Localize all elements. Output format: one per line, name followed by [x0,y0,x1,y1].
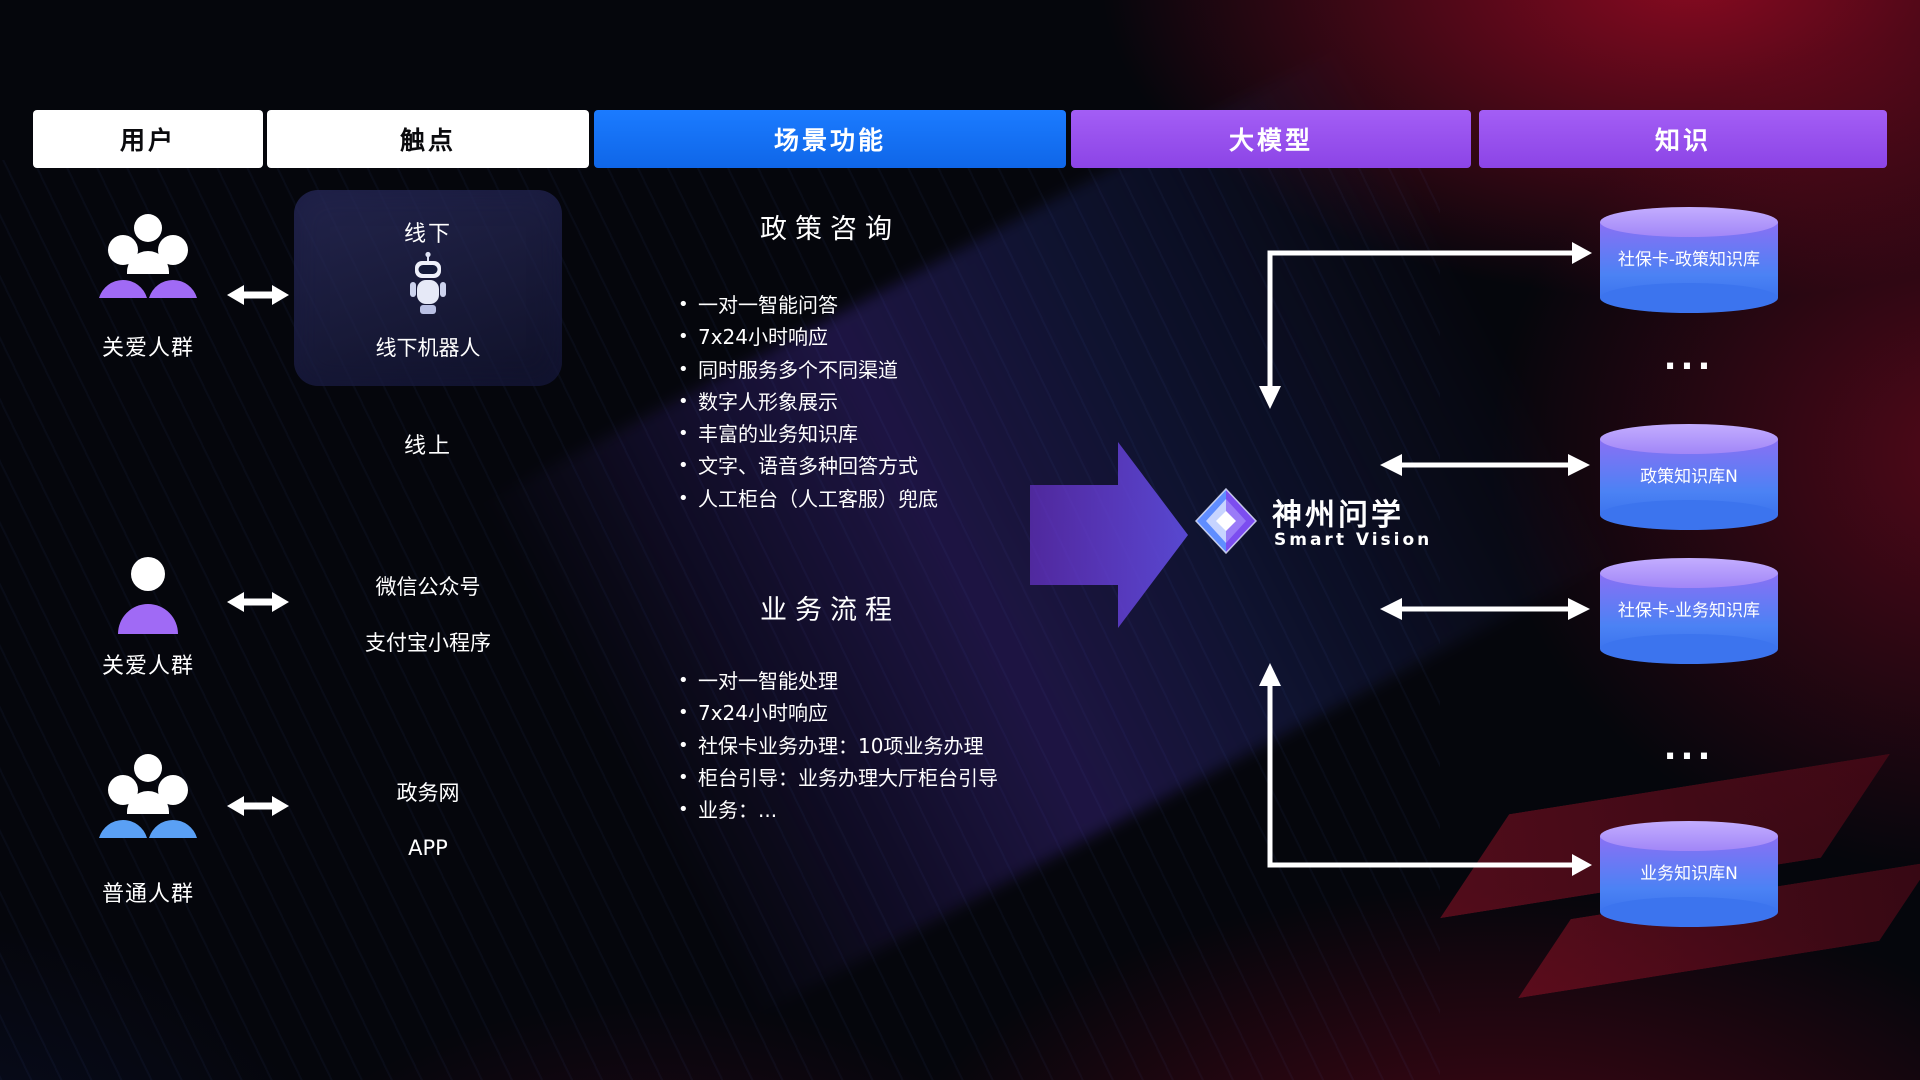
column-header-touch: 触点 [267,110,589,168]
column-header-label: 场景功能 [773,126,886,155]
db-cylinder-top-icon [1600,424,1778,454]
column-header-label: 大模型 [1228,126,1313,155]
column-header-label: 触点 [399,126,456,155]
user-label: 普通人群 [101,882,194,907]
knowledge-db: 社保卡-业务知识库 [1600,558,1778,664]
user-group-icon [99,214,197,298]
knowledge-db: 社保卡-政策知识库 [1600,207,1778,313]
scenario-item: 文字、语音多种回答方式 [676,450,1096,483]
knowledge-ellipsis: ... [1663,338,1715,378]
scenario-item: 社保卡业务办理：10项业务办理 [676,730,1096,763]
knowledge-db-label: 政策知识库N [1640,466,1738,487]
scenario-item: 丰富的业务知识库 [676,418,1096,451]
scenario-item: 业务：... [676,794,1096,827]
scenario-list-policy: 一对一智能问答 7x24小时响应 同时服务多个不同渠道 数字人形象展示 丰富的业… [676,289,1096,515]
bidirectional-arrow-icon [227,796,289,816]
scenario-title: 政策咨询 [760,214,900,245]
scenario-item: 7x24小时响应 [676,321,1096,354]
model-knowledge-connectors [1259,242,1592,876]
db-cylinder-top-icon [1600,207,1778,237]
knowledge-ellipsis: ... [1663,728,1715,768]
column-header-users: 用户 [33,110,263,168]
smart-vision-logo-icon [1194,487,1258,555]
knowledge-db-label: 社保卡-业务知识库 [1617,600,1761,621]
touchpoint-item: 支付宝小程序 [365,631,491,655]
model-name: 神州问学 [1272,498,1404,533]
scenario-item: 人工柜台（人工客服）兜底 [676,483,1096,516]
offline-title: 线下 [403,222,452,247]
model-subtitle: Smart Vision [1274,530,1433,550]
offline-device-label: 线下机器人 [375,336,481,360]
user-single-icon [118,557,178,634]
touchpoint-item: APP [408,836,448,860]
column-header-scenes: 场景功能 [594,110,1066,168]
scenario-item: 一对一智能处理 [676,665,1096,698]
scenario-item: 同时服务多个不同渠道 [676,354,1096,387]
bidirectional-arrow-icon [227,285,289,305]
knowledge-db-label: 业务知识库N [1640,863,1738,884]
knowledge-db: 业务知识库N [1600,821,1778,927]
column-header-knowledge: 知识 [1479,110,1887,168]
user-label: 关爱人群 [101,336,194,361]
knowledge-db: 政策知识库N [1600,424,1778,530]
user-label: 关爱人群 [101,654,194,679]
scenario-list-business: 一对一智能处理 7x24小时响应 社保卡业务办理：10项业务办理 柜台引导：业务… [676,665,1096,827]
scenario-item: 柜台引导：业务办理大厅柜台引导 [676,762,1096,795]
scenario-item: 一对一智能问答 [676,289,1096,322]
flow-arrow-icon [1030,442,1188,628]
column-header-label: 用户 [119,126,176,155]
robot-icon [410,251,446,314]
scenario-title: 业务流程 [760,595,900,626]
bidirectional-arrow-icon [227,592,289,612]
column-header-label: 知识 [1654,126,1711,155]
scenario-item: 数字人形象展示 [676,386,1096,419]
column-header-model: 大模型 [1071,110,1471,168]
online-title: 线上 [403,434,452,459]
touchpoint-item: 政务网 [396,781,460,805]
touchpoint-item: 微信公众号 [375,575,481,599]
knowledge-db-label: 社保卡-政策知识库 [1617,249,1761,270]
db-cylinder-top-icon [1600,558,1778,588]
user-group-icon [99,754,197,838]
scenario-item: 7x24小时响应 [676,697,1096,730]
db-cylinder-top-icon [1600,821,1778,851]
